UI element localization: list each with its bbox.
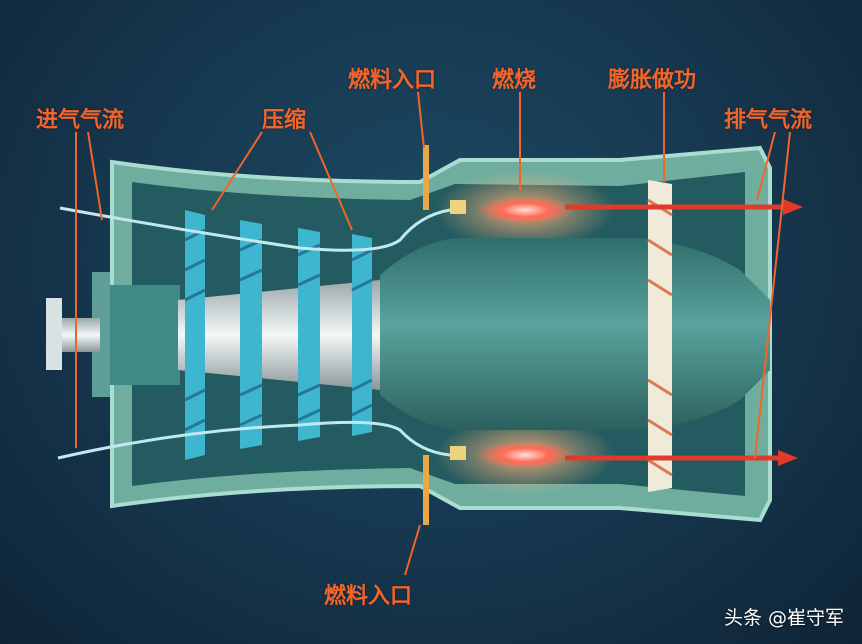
label-compression: 压缩 bbox=[262, 108, 307, 133]
label-intake-flow: 进气气流 bbox=[36, 108, 125, 133]
label-fuel-inlet-bottom: 燃料入口 bbox=[324, 584, 413, 609]
label-exhaust-flow: 排气气流 bbox=[724, 108, 813, 133]
compressor-stage-2 bbox=[240, 220, 262, 449]
label-expansion-work: 膨胀做功 bbox=[608, 68, 697, 93]
exhaust-arrows bbox=[565, 199, 803, 466]
fuel-pipe-bottom bbox=[423, 455, 429, 525]
shaft-front bbox=[60, 318, 100, 352]
flame-top bbox=[477, 196, 573, 224]
compressor-stage-4 bbox=[352, 234, 372, 436]
airflow-lines bbox=[57, 206, 451, 460]
front-hub bbox=[100, 285, 180, 385]
front-flange bbox=[92, 272, 110, 397]
fuel-nozzle-top bbox=[450, 200, 466, 214]
turbine-stage bbox=[647, 180, 673, 492]
leader-lines bbox=[75, 91, 791, 576]
fuel-injectors bbox=[423, 145, 466, 525]
fuel-pipe-top bbox=[423, 145, 429, 210]
flame-bottom bbox=[477, 441, 573, 469]
exhaust-arrow-icon bbox=[778, 450, 798, 466]
exhaust-arrow-icon bbox=[783, 199, 803, 215]
label-combustion: 燃烧 bbox=[492, 68, 537, 93]
compressor-drum bbox=[178, 280, 380, 390]
watermark-credit: 头条 @崔守军 bbox=[723, 607, 844, 629]
engine-core bbox=[46, 238, 770, 430]
shaft-cap bbox=[46, 298, 62, 370]
compressor-stages bbox=[184, 210, 373, 460]
fuel-nozzle-bottom bbox=[450, 446, 466, 460]
compressor-stage-3 bbox=[298, 228, 320, 441]
label-fuel-inlet-top: 燃料入口 bbox=[348, 68, 437, 93]
